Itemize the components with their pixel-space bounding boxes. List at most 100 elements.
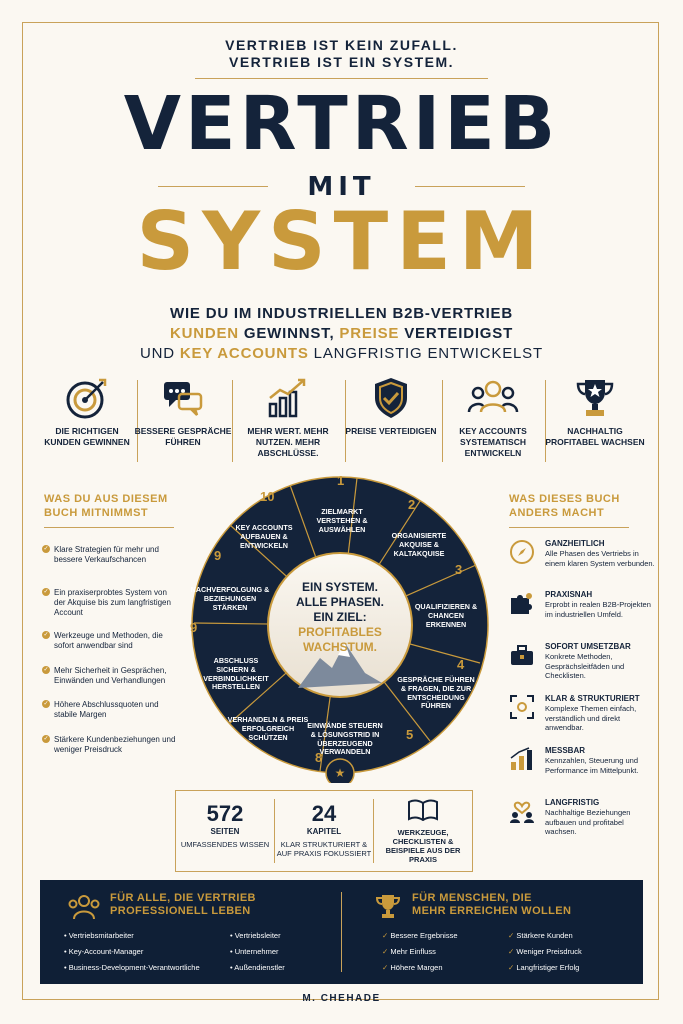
- list-item-text: Höhere Abschlussquoten und stabile Marge…: [54, 700, 159, 719]
- trophy-icon: [576, 380, 614, 416]
- check-icon: ✓: [42, 735, 50, 743]
- check-icon: ✓: [508, 963, 515, 972]
- audience-item: • Vertriebsleiter: [230, 931, 281, 940]
- benefit-item-text: Bessere Ergebnisse: [390, 931, 458, 940]
- wheel-center-line: ALLE PHASEN.: [295, 595, 384, 609]
- title-mit: MIT: [307, 172, 376, 202]
- right-item-title: SOFORT UMSETZBAR: [545, 642, 631, 651]
- author-rule-right: [403, 999, 508, 1000]
- list-item: ✓Höhere Abschlussquoten und stabile Marg…: [42, 700, 179, 720]
- mountain-icon: [298, 643, 382, 688]
- wheel-center-text: EIN SYSTEM. ALLE PHASEN. EIN ZIEL: PROFI…: [270, 580, 410, 655]
- audience-item: • Außendienstler: [230, 963, 285, 972]
- list-item: ✓Klare Strategien für mehr und bessere V…: [42, 545, 179, 565]
- title-system: SYSTEM: [136, 195, 547, 288]
- right-item-desc: Konkrete Methoden, Gesprächsleitfäden un…: [545, 652, 625, 680]
- subtitle-und: UND: [140, 345, 180, 362]
- segment-number: 3: [455, 562, 463, 577]
- subtitle-line-2: KUNDEN GEWINNST, PREISE VERTEIDIGST: [0, 325, 683, 342]
- check-icon: ✓: [42, 588, 50, 596]
- feature-key-accounts: KEY ACCOUNTS SYSTEMATISCH ENTWICKELN: [443, 376, 543, 459]
- audience-item-text: Unternehmer: [234, 947, 279, 956]
- benefit-item: ✓ Weniger Preisdruck: [508, 947, 582, 956]
- title-vertrieb: VERTRIEB: [123, 81, 560, 167]
- segment-number: 9: [190, 620, 198, 635]
- stat-desc: UMFASSENDES WISSEN: [180, 840, 270, 849]
- group-icon: [68, 895, 100, 920]
- wheel-segment-3: QUALIFIZIEREN & CHANCEN ERKENNEN: [414, 602, 478, 629]
- wheel-segment-5: EINWÄNDE STEUERN & LÖSUNGSTRID IN ÜBERZE…: [307, 721, 383, 757]
- stat-desc: KLAR STRUKTURIERT & AUF PRAXIS FOKUSSIER…: [276, 840, 372, 858]
- right-item-desc: Komplexe Themen einfach, verständlich un…: [545, 704, 637, 732]
- audience-item-text: Außendienstler: [234, 963, 285, 972]
- feature-divider: [345, 380, 346, 462]
- check-icon: ✓: [508, 947, 515, 956]
- focus-icon: [510, 695, 534, 719]
- segment-number: 1: [337, 473, 345, 488]
- list-item-text: Mehr Sicherheit in Gesprächen, Einwänden…: [54, 666, 167, 685]
- list-item: ✓Ein praxiserprobtes System von der Akqu…: [42, 588, 179, 618]
- bottom-heading-line: PROFESSIONELL LEBEN: [110, 905, 251, 917]
- check-icon: ✓: [42, 545, 50, 553]
- wheel-segment-9: NACHVERFOLGUNG & BEZIEHUNGEN STÄRKEN: [190, 585, 270, 612]
- feature-divider: [545, 380, 546, 462]
- tagline-line-2: VERTRIEB IST EIN SYSTEM.: [228, 54, 455, 70]
- bar-chart-icon: [510, 747, 532, 770]
- subtitle-line-3: UND KEY ACCOUNTS LANGFRISTIG ENTWICKELST: [0, 345, 683, 362]
- check-icon: ✓: [382, 963, 389, 972]
- bottom-heading-line: FÜR MENSCHEN, DIE: [412, 892, 532, 904]
- check-icon: ✓: [508, 931, 515, 940]
- check-icon: ✓: [42, 631, 50, 639]
- feature-preise: PREISE VERTEIDIGEN: [341, 376, 441, 437]
- stat-divider: [274, 799, 275, 863]
- stat-label: WERKZEUGE, CHECKLISTEN & BEISPIELE AUS D…: [385, 828, 461, 864]
- benefit-item: ✓ Bessere Ergebnisse: [382, 931, 458, 940]
- wheel-center-line: EIN SYSTEM.: [301, 580, 378, 594]
- subtitle-preise: PREISE: [339, 325, 400, 342]
- audience-item: • Vertriebsmitarbeiter: [64, 931, 134, 940]
- check-icon: ✓: [382, 931, 389, 940]
- tagline-line-1: VERTRIEB IST KEIN ZUFALL.: [225, 37, 458, 53]
- audience-item: • Unternehmer: [230, 947, 279, 956]
- page-frame: [22, 22, 659, 1000]
- wheel-segment-10: KEY ACCOUNTS AUFBAUEN & ENTWICKELN: [235, 523, 293, 550]
- wheel-segment-2: ORGANISIERTE AKQUISE & KALTAKQUISE: [391, 531, 447, 558]
- author-name: M. CHEHADE: [302, 993, 381, 1004]
- right-item-desc: Nachhaltige Beziehungen aufbauen und pro…: [545, 808, 631, 836]
- benefit-item: ✓ Stärkere Kunden: [508, 931, 573, 940]
- right-heading-line: WAS DIESES BUCH: [509, 493, 620, 505]
- right-item-desc: Kennzahlen, Steuerung und Performance im…: [545, 756, 639, 775]
- wheel-center-line: WACHSTUM.: [303, 640, 377, 654]
- check-icon: ✓: [382, 947, 389, 956]
- subtitle-line-1: WIE DU IM INDUSTRIELLEN B2B-VERTRIEB: [170, 305, 513, 322]
- right-heading-rule: [509, 527, 629, 528]
- subtitle-entwickelst: LANGFRISTIG ENTWICKELST: [308, 345, 543, 362]
- audience-item: • Business-Development-Verantwortliche: [64, 963, 200, 972]
- stat-tools: WERKZEUGE, CHECKLISTEN & BEISPIELE AUS D…: [374, 791, 472, 871]
- bottom-heading-line: MEHR ERREICHEN WOLLEN: [412, 905, 572, 917]
- growth-chart-icon: [268, 378, 306, 418]
- subtitle-kunden: KUNDEN: [169, 325, 239, 342]
- subtitle-verteidigst: VERTEIDIGST: [399, 325, 514, 342]
- stat-label: SEITEN: [210, 827, 240, 836]
- title-rule-left: [158, 186, 268, 187]
- audience-item-text: Vertriebsleiter: [234, 931, 281, 940]
- wheel-segment-4: GESPRÄCHE FÜHREN & FRAGEN, DIE ZUR ENTSC…: [397, 675, 475, 711]
- list-item: ✓ Stärkere Kundenbeziehungen und weniger …: [42, 735, 184, 755]
- segment-number: 4: [457, 657, 465, 672]
- trophy-icon: [375, 895, 401, 918]
- stat-value: 24: [311, 801, 337, 826]
- list-item: ✓Mehr Sicherheit in Gesprächen, Einwände…: [42, 666, 184, 686]
- toolbox-icon: [511, 645, 533, 665]
- benefit-item-text: Langfristiger Erfolg: [516, 963, 580, 972]
- tagline-divider: [195, 78, 488, 79]
- list-item-text: Stärkere Kundenbeziehungen und weniger P…: [54, 735, 176, 754]
